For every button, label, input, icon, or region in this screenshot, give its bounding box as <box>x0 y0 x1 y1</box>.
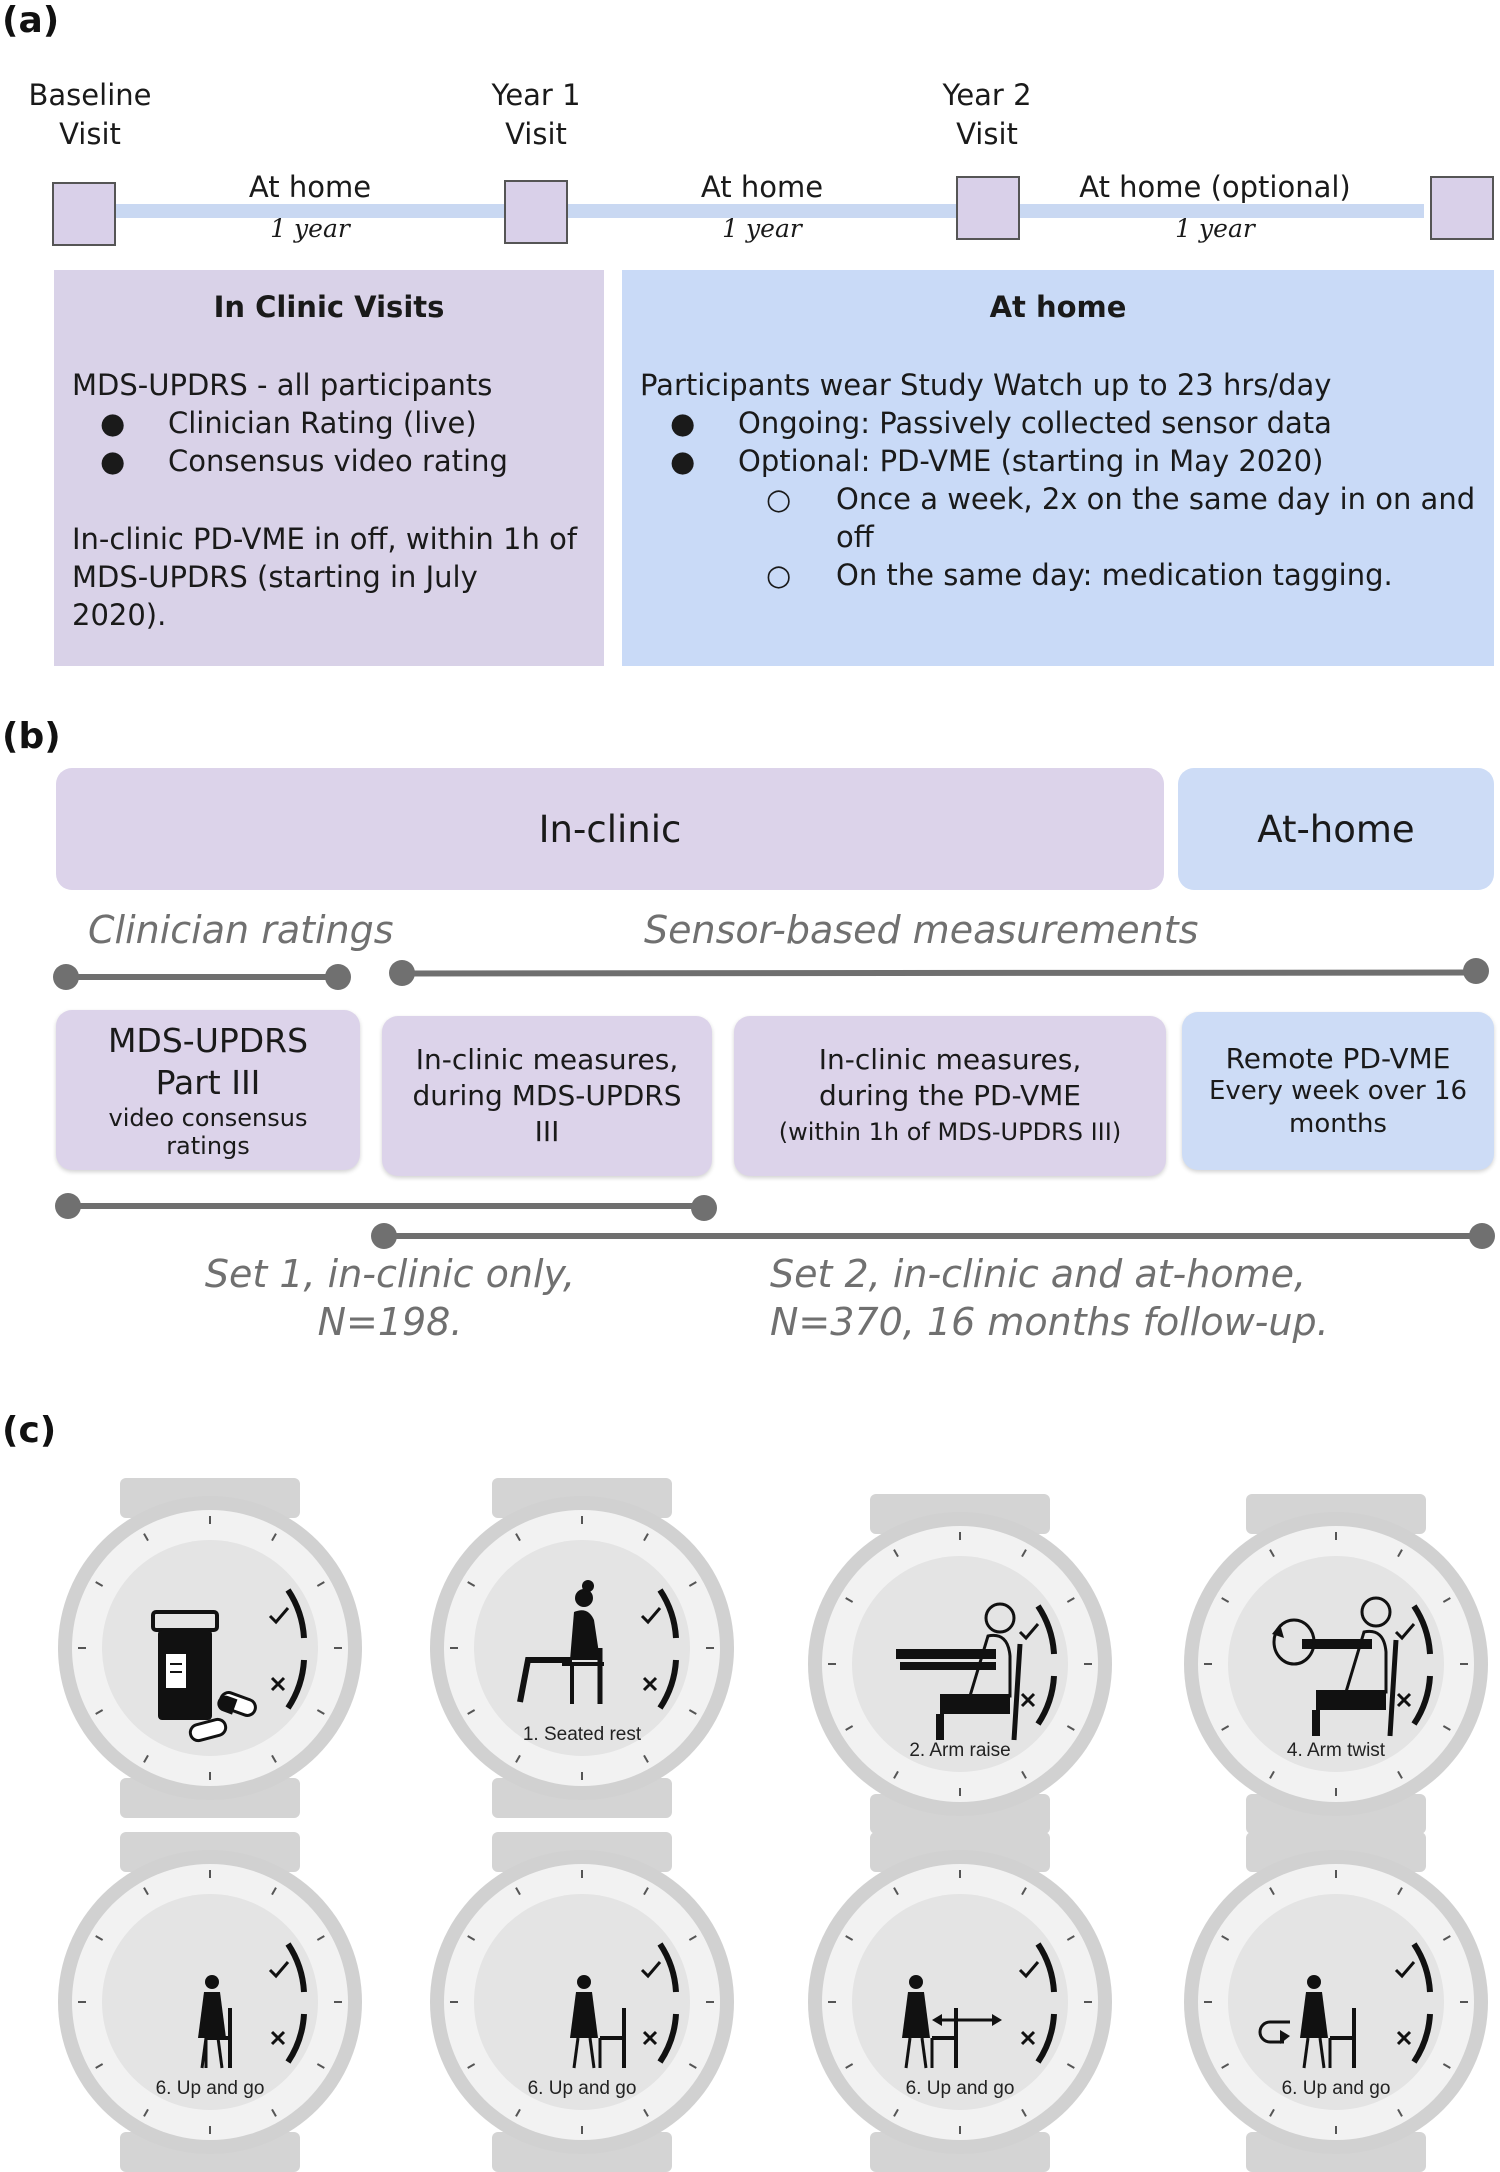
range-endpoint <box>53 964 79 990</box>
timeline-marker-year1 <box>504 180 568 244</box>
medication-icon <box>151 1610 257 1743</box>
at-home-sub-bullet-1a: Once a week, 2x on the same day in on an… <box>836 482 1476 516</box>
up-and-go-seated-icon <box>198 1975 232 2069</box>
timeline-marker-baseline <box>52 182 116 246</box>
arm-raise-icon <box>896 1602 1023 1741</box>
study-watch-3: 2. Arm raise <box>800 1494 1120 1834</box>
panel-b-label: (b) <box>2 716 61 757</box>
panel-c-label: (c) <box>2 1410 57 1451</box>
set2-label: Set 2, in-clinic and at-home, N=370, 16 … <box>770 1252 1329 1344</box>
timeline-marker-year2 <box>956 176 1020 240</box>
in-clinic-during-pdvme-box: In-clinic measures, during the PD-VME (w… <box>734 1016 1166 1176</box>
up-and-go-walking-icon <box>902 1975 1002 2069</box>
mds-updrs-part3-box: MDS-UPDRS Part III video consensus ratin… <box>56 1010 360 1170</box>
bullet-icon: ● <box>670 406 696 440</box>
study-watch-5: 6. Up and go <box>50 1832 370 2172</box>
sub-bullet-icon: ○ <box>766 558 792 592</box>
in-clinic-during-updrs-box: In-clinic measures, during MDS-UPDRS III <box>382 1016 712 1176</box>
range-endpoint <box>389 960 415 986</box>
study-watch-2: 1. Seated rest <box>422 1478 742 1818</box>
up-and-go-standing-icon <box>570 1975 626 2069</box>
in-clinic-box-title: In Clinic Visits <box>213 290 445 324</box>
in-clinic-bullet-2: Consensus video rating <box>168 444 508 478</box>
set1-range-line <box>68 1203 704 1209</box>
timeline-marker-end <box>1430 176 1494 240</box>
watch-face <box>58 1832 362 2172</box>
watch-face <box>1184 1494 1488 1834</box>
sub-bullet-icon: ○ <box>766 482 792 516</box>
sensor-range-line <box>401 969 1477 977</box>
range-endpoint <box>325 964 351 990</box>
range-endpoint <box>1463 958 1489 984</box>
set1-label: Set 1, in-clinic only, N=198. <box>204 1252 576 1344</box>
at-home-sub-bullet-1b: off <box>836 520 874 554</box>
in-clinic-visits-box: In Clinic Visits MDS-UPDRS - all partici… <box>54 270 604 666</box>
study-watch-4: 4. Arm twist <box>1176 1494 1496 1834</box>
range-endpoint <box>691 1195 717 1221</box>
set2-range-line <box>384 1233 1482 1239</box>
watch-caption: 6. Up and go <box>155 2078 265 2099</box>
range-endpoint <box>371 1223 397 1249</box>
bullet-icon: ● <box>670 444 696 478</box>
study-watch-7: 6. Up and go <box>800 1832 1120 2172</box>
interval-duration-2: 1 year <box>722 214 802 243</box>
at-home-header: At-home <box>1178 768 1494 890</box>
clinician-range-line <box>66 974 338 980</box>
up-and-go-turning-icon <box>1258 1975 1356 2069</box>
at-home-box-title: At home <box>989 290 1127 324</box>
remote-pdvme-box: Remote PD-VME Every week over 16 months <box>1182 1012 1494 1170</box>
at-home-intro: Participants wear Study Watch up to 23 h… <box>640 368 1332 402</box>
bullet-icon: ● <box>100 406 126 440</box>
arm-twist-icon <box>1272 1596 1399 1737</box>
watch-face <box>808 1494 1112 1834</box>
sensor-measurements-label: Sensor-based measurements <box>644 908 1199 952</box>
in-clinic-intro: MDS-UPDRS - all participants <box>72 368 493 402</box>
visit-label-year2: Year 2 Visit <box>942 78 1032 151</box>
interval-title-2: At home <box>700 170 824 204</box>
bullet-icon: ● <box>100 444 126 478</box>
visit-label-baseline: Baseline Visit <box>28 78 152 151</box>
watch-caption: 6. Up and go <box>905 2078 1015 2099</box>
panel-a-label: (a) <box>2 0 60 41</box>
in-clinic-note-2: MDS-UPDRS (starting in July <box>72 560 478 594</box>
seated-rest-icon <box>517 1580 604 1704</box>
in-clinic-note-3: 2020). <box>72 598 167 632</box>
study-watch-6: 6. Up and go <box>422 1832 742 2172</box>
watch-face <box>58 1478 362 1818</box>
watch-caption: 6. Up and go <box>527 2078 637 2099</box>
in-clinic-note-1: In-clinic PD-VME in off, within 1h of <box>72 522 578 556</box>
at-home-bullet-2: Optional: PD-VME (starting in May 2020) <box>738 444 1324 478</box>
watch-face <box>808 1832 1112 2172</box>
watch-caption: 6. Up and go <box>1281 2078 1391 2099</box>
watch-caption: 1. Seated rest <box>522 1724 642 1745</box>
study-watch-1 <box>50 1478 370 1818</box>
at-home-box: At home Participants wear Study Watch up… <box>622 270 1494 666</box>
interval-title-1: At home <box>248 170 372 204</box>
watch-face <box>430 1478 734 1818</box>
watch-face <box>430 1832 734 2172</box>
watch-caption: 4. Arm twist <box>1286 1740 1386 1761</box>
in-clinic-header: In-clinic <box>56 768 1164 890</box>
timeline-line <box>84 204 1424 218</box>
study-watch-8: 6. Up and go <box>1176 1832 1496 2172</box>
clinician-ratings-label: Clinician ratings <box>88 908 394 952</box>
watch-caption: 2. Arm raise <box>909 1740 1011 1761</box>
interval-duration-1: 1 year <box>270 214 350 243</box>
range-endpoint <box>55 1193 81 1219</box>
in-clinic-bullet-1: Clinician Rating (live) <box>168 406 477 440</box>
watch-face <box>1184 1832 1488 2172</box>
interval-title-3: At home (optional) <box>1079 170 1351 204</box>
visit-label-year1: Year 1 Visit <box>491 78 581 151</box>
range-endpoint <box>1469 1223 1495 1249</box>
at-home-bullet-1: Ongoing: Passively collected sensor data <box>738 406 1332 440</box>
at-home-sub-bullet-2: On the same day: medication tagging. <box>836 558 1393 592</box>
interval-duration-3: 1 year <box>1175 214 1255 243</box>
